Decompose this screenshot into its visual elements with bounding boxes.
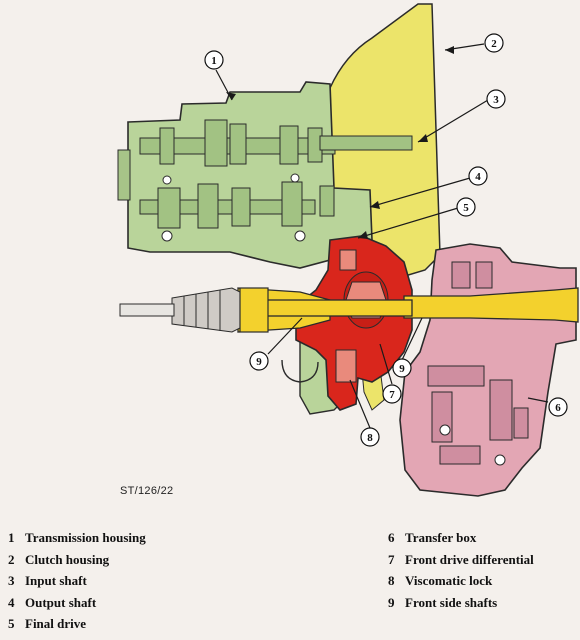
callout-6: 6 [548,397,568,417]
diagram-reference-code: ST/126/22 [120,485,174,497]
svg-text:9: 9 [256,356,262,368]
svg-text:2: 2 [491,38,497,50]
left-shaft-joint [239,287,269,333]
callout-9-right: 9 [392,358,412,378]
callout-9-left: 9 [249,351,269,371]
svg-text:7: 7 [389,389,395,401]
callout-4: 4 [468,166,488,186]
callout-1: 1 [204,50,224,70]
svg-text:9: 9 [399,363,405,375]
transfer-box-internals [427,261,529,466]
svg-text:1: 1 [211,55,217,67]
callout-3: 3 [486,89,506,109]
callout-8: 8 [360,427,380,447]
svg-text:8: 8 [367,432,373,444]
leader-lines [215,43,549,429]
callout-5: 5 [456,197,476,217]
left-shaft-stub [119,303,175,317]
svg-text:4: 4 [475,171,481,183]
svg-text:6: 6 [555,402,561,414]
lower-bracket [281,359,319,383]
drivetrain-cutaway-diagram: 1 2 3 4 5 6 7 8 9 9 [117,3,579,497]
callout-2: 2 [484,33,504,53]
arrow-heads [226,46,454,239]
cv-joint-boot [171,287,241,333]
housing-end-cap [117,149,131,201]
svg-text:3: 3 [493,94,499,106]
transmission-internals [139,119,336,242]
input-shaft-shape [319,135,413,151]
svg-text:5: 5 [463,202,469,214]
callout-7: 7 [382,384,402,404]
